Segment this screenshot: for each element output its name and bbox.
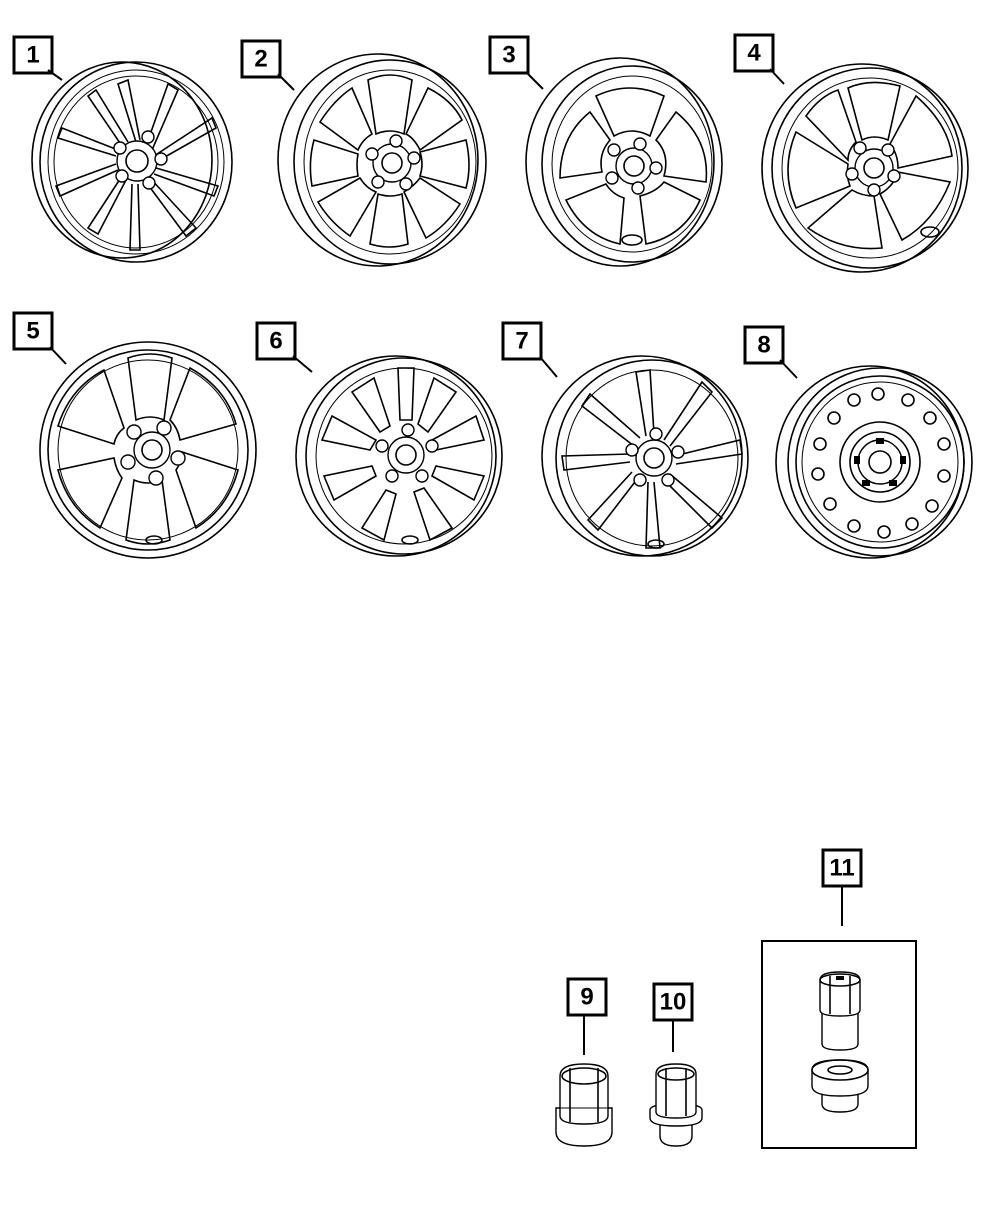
lock-nut	[811, 1059, 869, 1113]
wheel-1-spokes	[54, 78, 220, 251]
callout-8-label: 8	[757, 332, 770, 359]
callout-9-label: 9	[580, 984, 593, 1011]
callout-5: 5	[12, 311, 67, 365]
callout-3: 3	[488, 35, 544, 90]
callout-2: 2	[240, 39, 295, 91]
wheel-6-windows	[320, 367, 486, 542]
callout-11-label: 11	[829, 855, 854, 882]
callout-5-label: 5	[26, 318, 39, 345]
wheel-lock-kit-11	[761, 940, 917, 1149]
wheel-6	[295, 355, 503, 557]
wheel-7-spokes	[561, 369, 743, 549]
callout-6-label: 6	[269, 328, 282, 355]
wheel-2-windows	[309, 74, 470, 248]
wheel-8-vent-holes	[811, 387, 951, 539]
wheel-5	[39, 341, 257, 559]
lug-nut-9	[555, 1063, 613, 1147]
callout-2-label: 2	[254, 46, 267, 73]
callout-10-label: 10	[660, 989, 687, 1016]
callout-1-label: 1	[26, 42, 39, 69]
callout-10: 10	[652, 982, 694, 1052]
callout-8: 8	[743, 325, 798, 379]
callout-1: 1	[12, 35, 63, 81]
callout-11: 11	[821, 848, 863, 926]
callout-9: 9	[566, 977, 608, 1055]
lock-key	[819, 971, 861, 1051]
wheel-4	[761, 63, 969, 273]
lug-nut-10	[649, 1063, 703, 1147]
wheel-8	[775, 365, 973, 559]
wheel-3	[525, 57, 723, 267]
callout-3-label: 3	[502, 42, 515, 69]
callout-4-label: 4	[747, 40, 761, 67]
wheel-3-windows	[559, 87, 708, 245]
wheel-1	[31, 61, 233, 263]
wheel-2	[277, 53, 487, 267]
kit-frame	[761, 940, 917, 1149]
callout-7-label: 7	[515, 328, 528, 355]
callout-7: 7	[501, 321, 558, 378]
callout-6: 6	[255, 321, 313, 373]
wheel-7	[541, 355, 749, 557]
callout-4: 4	[733, 33, 785, 85]
